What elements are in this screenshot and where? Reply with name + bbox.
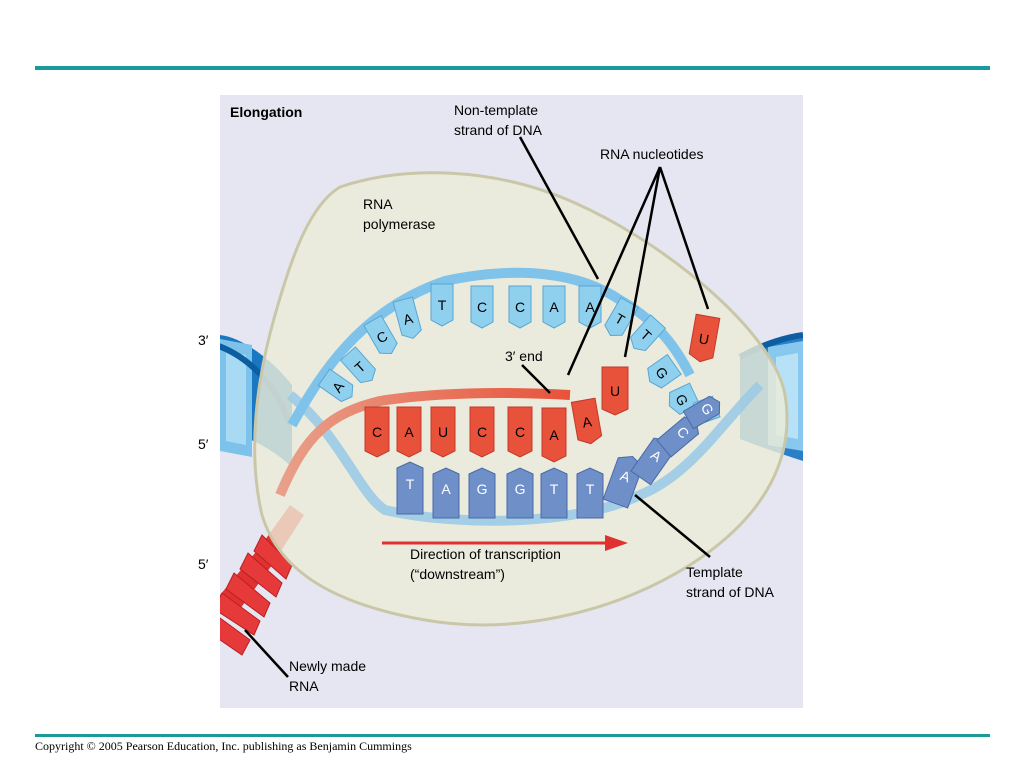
base-letter: A [549,299,559,315]
non-template-base: A [542,285,566,329]
base-letter: T [438,297,447,313]
top-rule [35,66,990,70]
non-template-base: T [339,346,377,384]
template-base: G [468,467,496,519]
rna-polymerase-label-line2: polymerase [363,216,436,232]
base-letter: A [404,424,414,440]
template-label-line2: strand of DNA [686,584,775,600]
non-template-base: A [578,285,602,329]
non-template-label-line1: Non-template [454,102,538,118]
template-base: T [396,461,424,515]
strand-end-label-top: 3′ [198,332,209,348]
template-leader [634,494,711,558]
leader-lines [244,136,711,678]
base-letter: T [406,476,415,492]
rna-nucleotides-leader-2 [623,166,662,358]
base-letter: G [515,481,526,497]
rna-base: A [396,406,422,458]
incoming-rna-nucleotides: UU [601,313,721,416]
template-base: A [432,467,460,519]
base-letter: U [610,383,620,399]
base-letter: C [477,299,487,315]
three-prime-end-label: 3′ end [505,348,543,364]
non-template-base: C [508,285,532,329]
strand-end-label-middle: 5′ [198,436,209,452]
non-template-base: A [392,296,422,339]
rna-base: U [430,406,456,458]
bottom-rule [35,734,990,737]
non-template-base: T [629,314,667,352]
base-letter: A [581,413,594,430]
base-letter: U [438,424,448,440]
base-letter: U [698,330,711,348]
non-template-base: C [470,285,494,329]
base-letter: C [372,424,382,440]
direction-label-line1: Direction of transcription [410,546,561,562]
incoming-rna-nucleotide: U [601,366,629,416]
base-letter: A [549,427,559,443]
rna-nucleotides-leader-1 [566,166,662,376]
rna-base: A [541,407,567,463]
rna-base: C [469,406,495,458]
rna-base: C [364,406,390,458]
rna-base: A [570,397,603,445]
direction-arrow [382,535,628,551]
direction-label-line2: (“downstream”) [410,566,505,582]
rna-nucleotides-leader-3 [658,166,710,310]
rna-backbone [275,388,571,497]
template-base: T [540,467,568,519]
base-letter: C [515,424,525,440]
base-letter: C [515,299,525,315]
base-letter: T [550,481,559,497]
template-base: G [682,395,721,430]
newly-made-rna-leader [244,629,289,678]
rna-base: C [507,406,533,458]
rna-polymerase-label-line1: RNA [363,196,393,212]
template-base: T [576,467,604,519]
incoming-rna-nucleotide: U [688,313,721,363]
non-template-leader [518,136,600,280]
non-template-base: C [363,314,398,354]
base-letter: T [586,481,595,497]
strand-end-label-bottom: 5′ [198,556,209,572]
base-letter: A [441,481,451,497]
base-letter: G [477,481,488,497]
copyright-notice: Copyright © 2005 Pearson Education, Inc.… [35,739,412,753]
non-template-base: A [317,368,354,403]
template-strand-backbone [286,381,764,526]
newly-made-rna-label-line1: Newly made [289,658,366,674]
three-prime-end-leader [521,364,551,394]
non-template-label-line2: strand of DNA [454,122,543,138]
newly-made-rna-label-line2: RNA [289,678,319,694]
rna-nucleotides-label: RNA nucleotides [600,146,704,162]
non-template-base: T [430,283,454,327]
base-letter: A [585,299,595,315]
template-label-line1: Template [686,564,743,580]
figure-title: Elongation [230,104,302,120]
non-template-base: G [647,353,682,389]
base-letter: C [477,424,487,440]
template-base: C [656,416,700,458]
template-base: G [506,467,534,519]
